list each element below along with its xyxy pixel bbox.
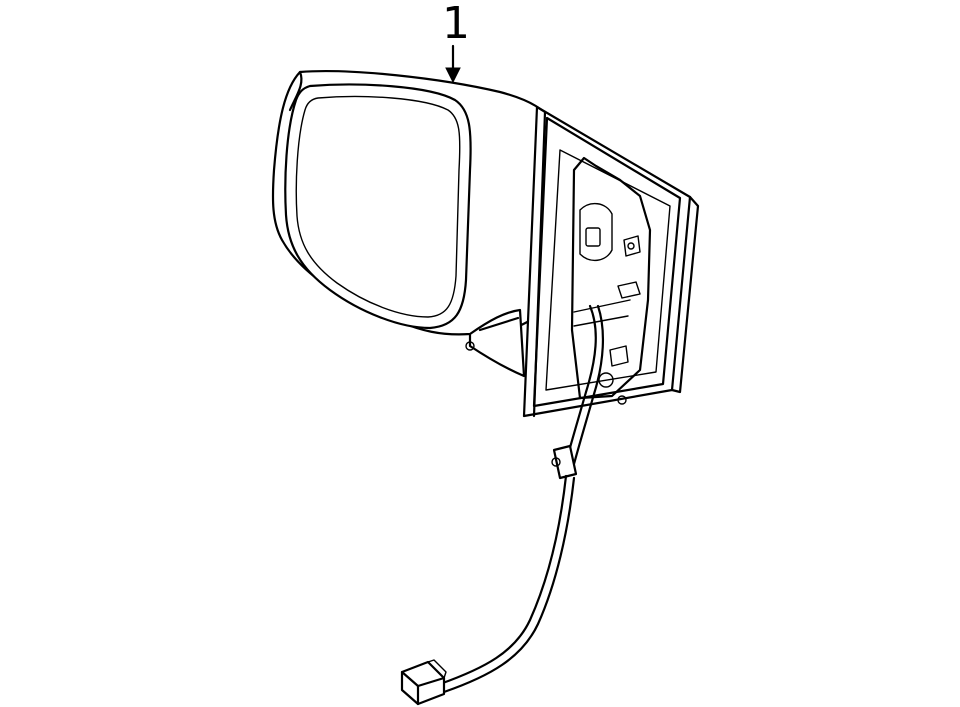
callout-number-1: 1	[442, 0, 470, 49]
mounting-base-plate	[522, 105, 700, 418]
callout-leader-arrow	[445, 44, 461, 84]
electrical-connector	[400, 659, 447, 706]
mirror-glass	[284, 83, 472, 330]
wire-harness	[438, 304, 605, 694]
mount-inner-details	[570, 156, 652, 405]
housing-lower-body	[465, 308, 526, 378]
